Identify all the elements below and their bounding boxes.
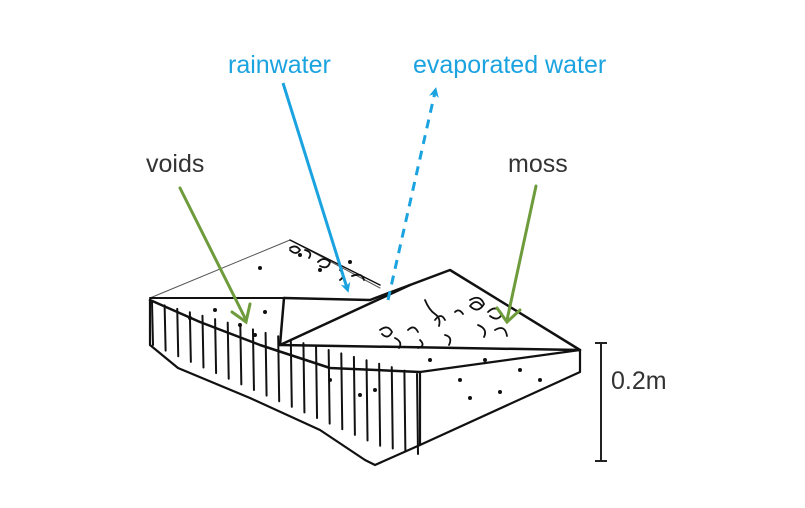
right-face	[418, 348, 582, 447]
hatch-line	[403, 369, 407, 453]
hatch-line	[188, 311, 192, 363]
hatch-line	[201, 314, 205, 369]
speckle	[253, 333, 257, 337]
hatch-line	[239, 325, 243, 386]
side-face-bottom	[148, 298, 422, 467]
hatch-line	[327, 349, 331, 425]
right-top-edge	[418, 348, 582, 374]
moss-texture	[289, 245, 508, 349]
speckle	[258, 266, 262, 270]
hatch-line	[390, 366, 394, 450]
voids-label: voids	[146, 150, 205, 178]
hatch-line	[302, 342, 306, 414]
hatch-line	[176, 307, 180, 358]
paving-block	[148, 239, 582, 467]
side-hatching	[151, 301, 419, 455]
rainwater-arrow	[281, 82, 351, 293]
hatch-line	[378, 362, 382, 447]
speckle	[538, 378, 542, 382]
speckle	[468, 396, 472, 400]
speckle	[263, 310, 267, 314]
hatch-line	[340, 352, 344, 431]
speckle	[373, 388, 377, 392]
prism-inner-edge	[282, 283, 412, 302]
evaporated-water-arrow	[386, 87, 439, 301]
speckle	[318, 268, 322, 272]
hatch-line	[226, 321, 230, 380]
hatch-line	[365, 359, 369, 442]
speckle	[518, 368, 522, 372]
speckle	[483, 358, 487, 362]
hatch-line	[251, 328, 255, 391]
speckle	[498, 390, 502, 394]
speckle	[428, 358, 432, 362]
hatch-line	[163, 304, 167, 352]
hatch-line	[277, 335, 281, 403]
speckle	[348, 260, 352, 264]
block-back-edge	[149, 239, 381, 299]
hatch-line	[264, 331, 268, 397]
height-label: 0.2m	[611, 367, 667, 395]
speckle	[298, 253, 302, 257]
prism-ridge	[278, 268, 582, 352]
speckle	[213, 308, 217, 312]
hatch-line	[151, 301, 154, 346]
speckle	[358, 393, 362, 397]
evaporated-water-label: evaporated water	[413, 51, 607, 79]
hatch-line	[352, 355, 356, 436]
voids-arrow	[178, 186, 252, 325]
speckle	[188, 316, 192, 320]
texture-speckles	[188, 253, 542, 400]
slab-front-edge	[148, 298, 422, 374]
moss-arrow	[495, 184, 538, 325]
speckle	[328, 378, 332, 382]
height-scale-bar	[595, 342, 607, 462]
speckle	[238, 323, 242, 327]
hatch-line	[214, 318, 218, 375]
rainwater-label: rainwater	[228, 51, 331, 79]
hatch-line	[416, 373, 419, 455]
moss-label: moss	[508, 150, 568, 178]
speckle	[458, 378, 462, 382]
hatch-line	[315, 345, 319, 420]
hatch-line	[289, 338, 293, 408]
